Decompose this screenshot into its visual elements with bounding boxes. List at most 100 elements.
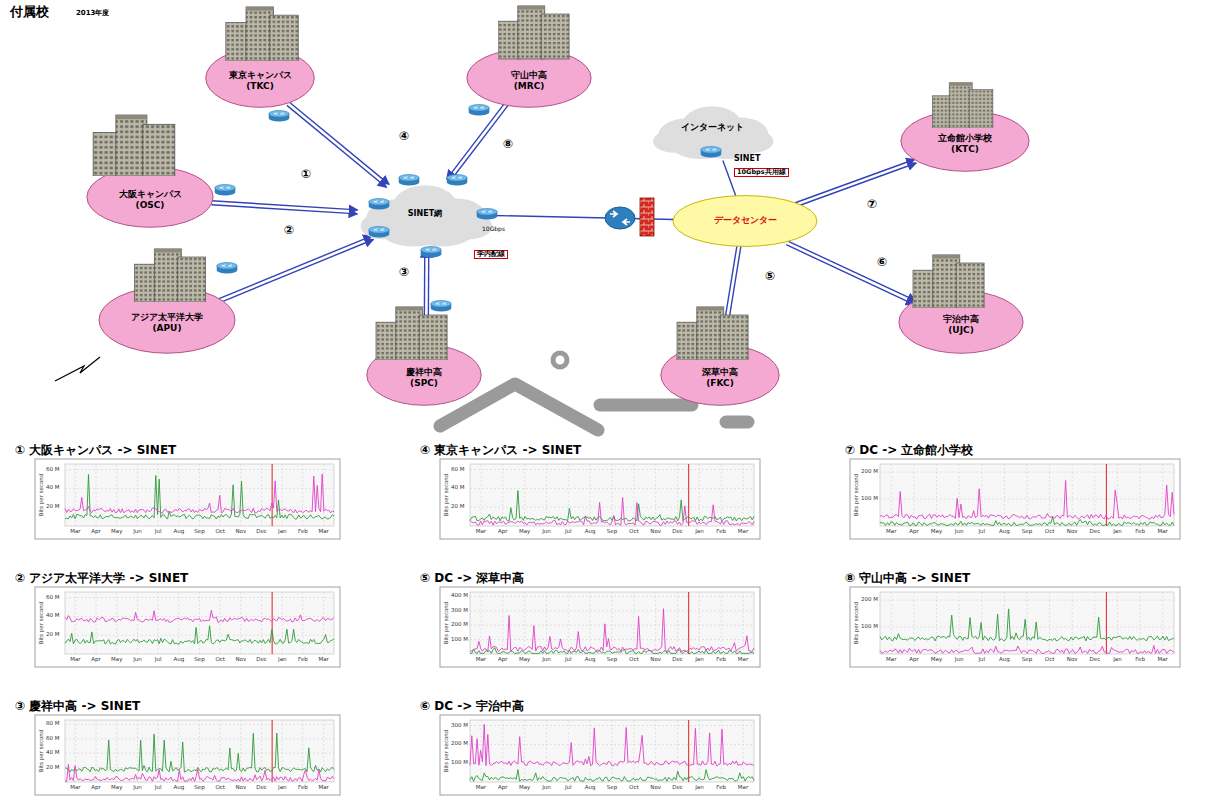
month-label: Jan <box>278 656 286 662</box>
node-name: SINET網 <box>408 209 442 219</box>
chart-title: ④ 東京キャンパス -> SINET <box>420 444 581 458</box>
month-label: Jun <box>133 784 142 790</box>
node-text-group: 深草中高(FKC) <box>660 367 780 390</box>
grid-line <box>240 720 241 782</box>
grid-line <box>743 720 744 782</box>
grid-line <box>96 592 97 654</box>
router-icon <box>399 175 420 186</box>
axis-tick: 100 M <box>861 623 878 629</box>
router-icon <box>421 247 442 258</box>
month-label: Jun <box>955 528 964 534</box>
grid-line <box>743 592 744 654</box>
month-label: Jun <box>542 528 551 534</box>
traffic-series <box>470 770 754 782</box>
grid-line <box>137 592 138 654</box>
grid-line <box>677 592 678 654</box>
chart-title: ② アジア太平洋大学 -> SINET <box>15 572 188 586</box>
grid-line <box>470 610 754 611</box>
node-name: 深草中高 <box>702 367 738 378</box>
firewall-icon <box>640 198 654 236</box>
node-name: 守山中高 <box>511 70 547 81</box>
month-label: May <box>519 784 530 790</box>
plot-area <box>470 592 754 654</box>
building-icon <box>135 249 206 302</box>
diagram-title: 付属校 <box>10 5 49 20</box>
campus-ellipse: 慶祥中高(SPC) <box>366 344 482 406</box>
link-note-box: 学内配線 <box>474 250 508 259</box>
chart-title: ⑥ DC -> 宇治中高 <box>420 700 525 714</box>
axis-tick: 40 M <box>451 484 465 490</box>
month-label: Oct <box>215 784 225 790</box>
node-text-group: 大阪キャンパス(OSC) <box>86 189 214 212</box>
traffic-series <box>65 475 334 520</box>
grid-line <box>1072 592 1073 654</box>
traffic-series <box>880 646 1174 654</box>
axis-title: Bits per second <box>853 474 859 517</box>
month-label: Mar <box>738 528 748 534</box>
grid-line <box>116 592 117 654</box>
callout-number: ③ <box>398 266 410 279</box>
axis-title: Bits per second <box>38 730 44 773</box>
link-arrow-twin <box>786 245 914 305</box>
month-label: Aug <box>173 656 184 662</box>
month-label: Jun <box>133 528 142 534</box>
month-label: Jun <box>542 656 551 662</box>
link-arrow <box>218 236 372 299</box>
grid-line <box>261 720 262 782</box>
month-label: Jul <box>978 528 985 534</box>
month-label: Jul <box>565 656 572 662</box>
grid-line <box>880 499 1174 500</box>
grid-line <box>590 592 591 654</box>
month-label: Sep <box>194 528 204 534</box>
month-label: Jan <box>695 784 703 790</box>
grid-line <box>590 720 591 782</box>
axis-tick: 100 M <box>861 495 878 501</box>
month-label: Oct <box>629 656 639 662</box>
grid-line <box>502 720 503 782</box>
grid-line <box>480 464 481 526</box>
month-label: Jan <box>695 528 703 534</box>
cloud-shape <box>361 185 493 246</box>
callout-number: ④ <box>398 130 410 143</box>
grid-line <box>524 592 525 654</box>
month-label: Nov <box>236 528 247 534</box>
building-icon <box>226 7 298 61</box>
month-label: May <box>519 528 530 534</box>
month-label: Mar <box>70 656 80 662</box>
grid-line <box>199 464 200 526</box>
month-label: Mar <box>886 528 896 534</box>
plot-area <box>65 464 334 526</box>
chart-title: ⑦ DC -> 立命館小学校 <box>845 444 974 458</box>
grid-line <box>282 720 283 782</box>
node-name: 東京キャンパス <box>229 70 292 81</box>
axis-tick: 20 M <box>451 503 465 509</box>
chart-title: ③ 慶祥中高 -> SINET <box>15 700 140 714</box>
ellipse-shape <box>661 345 779 406</box>
node-text-group: インターネット <box>648 122 776 133</box>
month-label: Feb <box>716 656 726 662</box>
node-name: データセンター <box>714 215 777 226</box>
link-arrow <box>212 201 358 210</box>
grid-line <box>1049 592 1050 654</box>
month-label: Aug <box>585 528 596 534</box>
traffic-series <box>880 481 1174 520</box>
grid-line <box>96 720 97 782</box>
node-text-group: 宇治中高(UJC) <box>898 314 1024 337</box>
grid-line <box>677 464 678 526</box>
grid-line <box>282 592 283 654</box>
router-icon <box>369 199 390 210</box>
watermark-stroke <box>600 399 692 412</box>
core-router-icon <box>605 207 635 229</box>
grid-line <box>470 507 754 508</box>
month-label: Mar <box>738 656 748 662</box>
grid-line <box>743 464 744 526</box>
month-label: Nov <box>650 784 661 790</box>
ellipse-shape <box>673 196 817 247</box>
axis-tick: 400 M <box>451 592 468 598</box>
month-label: Feb <box>298 656 308 662</box>
axis-tick: 200 M <box>861 596 878 602</box>
node-text-group: 東京キャンパス(TKC) <box>205 70 315 93</box>
node-code: (FKC) <box>706 378 734 389</box>
